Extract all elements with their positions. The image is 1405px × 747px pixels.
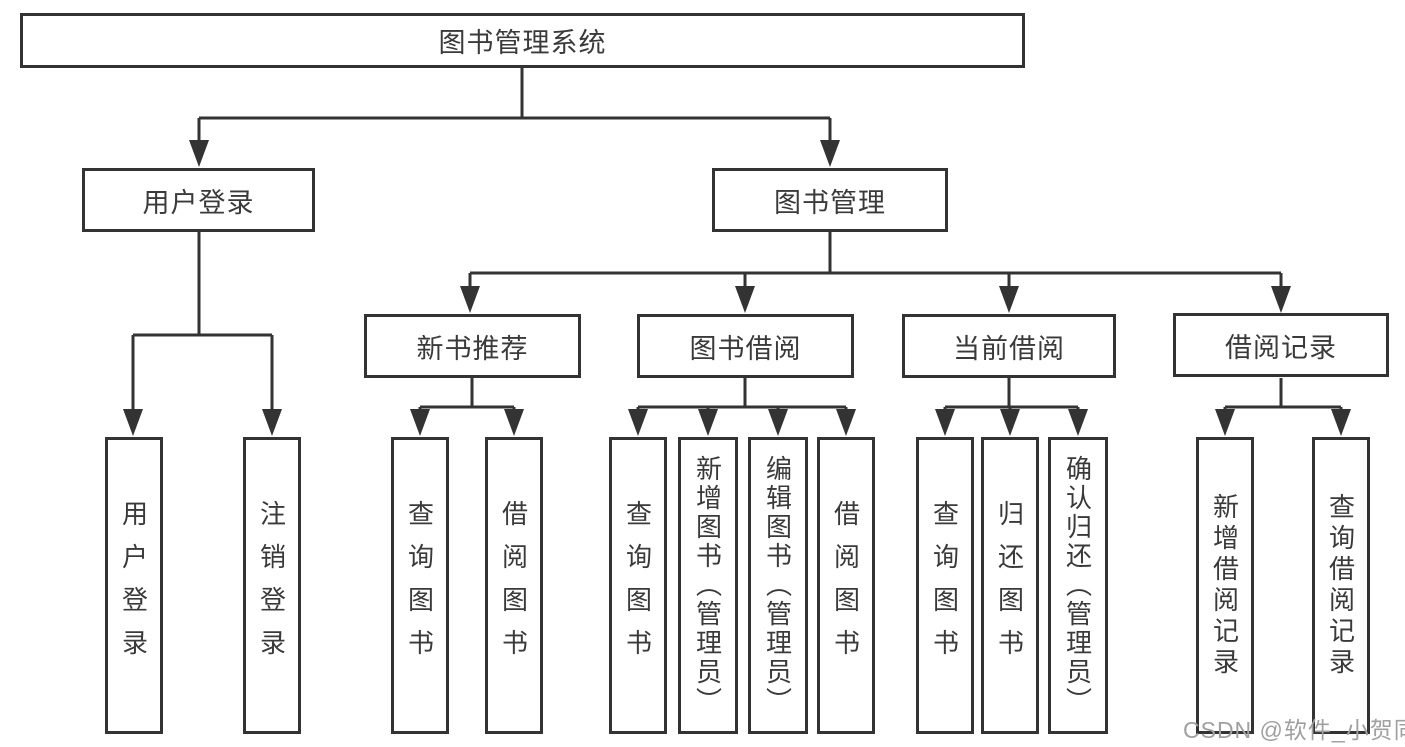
leaf-label: 确认归还（管理员） — [1062, 455, 1093, 716]
node-leaf-query-books-current: 查询图书 — [916, 437, 974, 734]
leaf-label: 新增借阅记录 — [1209, 492, 1240, 679]
node-leaf-add-borrow-record: 新增借阅记录 — [1196, 437, 1254, 734]
node-root-system: 图书管理系统 — [20, 13, 1025, 68]
node-leaf-query-books-recommend: 查询图书 — [391, 437, 449, 734]
node-leaf-borrow-books: 借阅图书 — [817, 437, 875, 734]
node-borrow-records: 借阅记录 — [1173, 313, 1389, 377]
edge-current-to-leaves — [943, 378, 1080, 421]
edge-records-to-leaves — [1223, 378, 1343, 421]
leaf-label: 查询借阅记录 — [1325, 492, 1356, 679]
edge-borrow-to-leaves — [636, 378, 848, 421]
node-leaf-edit-books-admin: 编辑图书（管理员） — [748, 437, 808, 734]
leaf-label: 编辑图书（管理员） — [762, 455, 793, 716]
node-book-management: 图书管理 — [712, 168, 948, 232]
node-leaf-query-borrow-record: 查询借阅记录 — [1312, 437, 1370, 734]
edge-recommend-to-leaves — [418, 378, 516, 421]
leaf-label: 查询图书 — [929, 499, 960, 672]
leaf-label: 借阅图书 — [830, 499, 861, 672]
node-leaf-user-login: 用户登录 — [105, 437, 163, 734]
edge-bookmgmt-to-level3 — [468, 232, 1283, 296]
node-leaf-return-books: 归还图书 — [981, 437, 1039, 734]
node-leaf-confirm-return-admin: 确认归还（管理员） — [1048, 437, 1108, 734]
csdn-watermark: CSDN @软件_小贺同学 — [1183, 717, 1405, 743]
node-leaf-query-books-borrow: 查询图书 — [609, 437, 667, 734]
edge-root-to-level2 — [197, 68, 832, 150]
leaf-label: 查询图书 — [404, 499, 435, 672]
leaf-label: 注销登录 — [256, 499, 287, 672]
node-user-login: 用户登录 — [82, 168, 315, 232]
node-book-borrow: 图书借阅 — [637, 314, 854, 378]
leaf-label: 借阅图书 — [498, 499, 529, 672]
node-current-borrow: 当前借阅 — [902, 314, 1116, 378]
edge-userlogin-to-leaves — [131, 232, 274, 421]
node-leaf-borrow-books-recommend: 借阅图书 — [485, 437, 543, 734]
node-leaf-add-books-admin: 新增图书（管理员） — [678, 437, 738, 734]
leaf-label: 用户登录 — [118, 499, 149, 672]
leaf-label: 查询图书 — [622, 499, 653, 672]
leaf-label: 归还图书 — [994, 499, 1025, 672]
node-leaf-logout-login: 注销登录 — [243, 437, 301, 734]
leaf-label: 新增图书（管理员） — [692, 455, 723, 716]
node-new-book-recommend: 新书推荐 — [364, 314, 581, 378]
